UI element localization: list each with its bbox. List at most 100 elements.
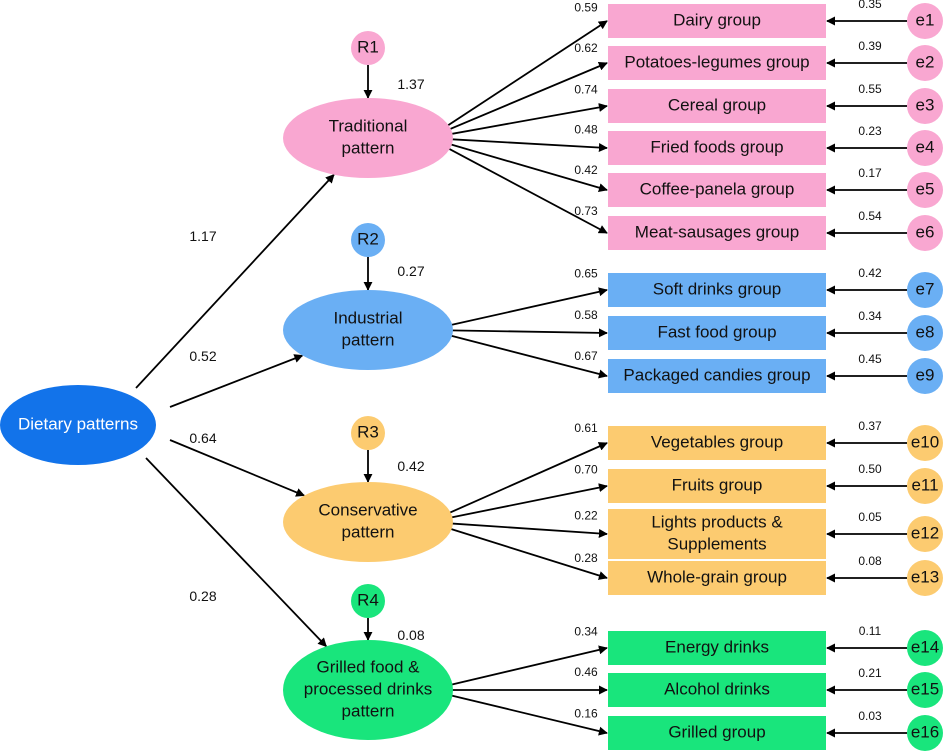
loading-value-e13: 0.28 — [574, 551, 598, 565]
root-node-dietary-patterns — [0, 385, 156, 465]
error-value-e9: 0.45 — [858, 352, 882, 366]
path-arrow-grilled — [145, 457, 327, 648]
error-label-e1: e1 — [916, 10, 935, 29]
error-value-e4: 0.23 — [858, 124, 882, 138]
indicator-label-e6: Meat-sausages group — [635, 222, 799, 241]
indicator-box-e4 — [608, 131, 826, 165]
error-value-e2: 0.39 — [858, 39, 882, 53]
residual-label-industrial: R2 — [357, 229, 379, 248]
factor-node-grilled — [283, 640, 453, 740]
error-label-e2: e2 — [916, 52, 935, 71]
indicator-label-e3: Cereal group — [668, 95, 766, 114]
error-node-e16 — [907, 715, 943, 751]
loading-arrow-e4 — [442, 137, 608, 153]
error-label-e6: e6 — [916, 222, 935, 241]
loading-arrow-e8 — [442, 328, 608, 338]
residual-label-traditional: R1 — [357, 37, 379, 56]
path-coefficient-traditional: 1.17 — [189, 228, 216, 244]
error-node-e2 — [907, 45, 943, 81]
error-node-e9 — [907, 358, 943, 394]
error-node-e8 — [907, 315, 943, 351]
loading-arrow-e1 — [442, 20, 608, 130]
loading-value-e7: 0.65 — [574, 267, 598, 281]
loading-value-e2: 0.62 — [574, 41, 598, 55]
error-value-e3: 0.55 — [858, 82, 882, 96]
path-arrow-industrial — [169, 354, 304, 408]
loading-arrow-e9 — [442, 332, 608, 379]
error-label-e10: e10 — [911, 432, 939, 451]
indicator-box-e7 — [608, 273, 826, 307]
loading-arrow-e13 — [442, 525, 608, 580]
residual-value-traditional: 1.37 — [397, 76, 424, 92]
indicator-box-e6 — [608, 216, 826, 250]
factor-label-conservative: Conservative — [318, 500, 417, 519]
indicator-box-e16 — [608, 716, 826, 750]
error-label-e13: e13 — [911, 567, 939, 586]
factor-node-traditional — [283, 98, 453, 178]
error-node-e13 — [907, 560, 943, 596]
root-node-label: Dietary patterns — [18, 414, 138, 433]
indicator-label-e13: Whole-grain group — [647, 567, 787, 586]
loading-arrow-e10 — [442, 442, 608, 517]
error-label-e7: e7 — [916, 279, 935, 298]
error-label-e16: e16 — [911, 722, 939, 741]
loading-value-e4: 0.48 — [574, 123, 598, 137]
residual-label-grilled: R4 — [357, 590, 379, 609]
loading-arrow-e5 — [442, 141, 608, 193]
factor-label-traditional: Traditional — [329, 116, 408, 135]
loading-arrow-e12 — [442, 522, 608, 538]
error-node-e15 — [907, 672, 943, 708]
factor-label-industrial: Industrial — [334, 308, 403, 327]
indicator-label-e10: Vegetables group — [651, 432, 783, 451]
indicator-label-e1: Dairy group — [673, 10, 761, 29]
residual-value-industrial: 0.27 — [397, 263, 424, 279]
indicator-box-e11 — [608, 469, 826, 503]
error-node-e6 — [907, 215, 943, 251]
residual-node-industrial — [351, 223, 385, 257]
loading-value-e6: 0.73 — [574, 204, 598, 218]
factor-label-industrial: pattern — [342, 330, 395, 349]
factor-label-traditional: pattern — [342, 138, 395, 157]
error-value-e8: 0.34 — [858, 309, 882, 323]
error-value-e13: 0.08 — [858, 554, 882, 568]
residual-node-traditional — [351, 31, 385, 65]
loading-value-e3: 0.74 — [574, 82, 598, 96]
error-value-e10: 0.37 — [858, 419, 882, 433]
error-value-e12: 0.05 — [858, 510, 882, 524]
loading-arrow-e11 — [442, 483, 608, 521]
shapes-layer — [0, 3, 943, 751]
indicator-box-e5 — [608, 173, 826, 207]
error-value-e14: 0.11 — [859, 624, 882, 638]
indicator-box-e9 — [608, 359, 826, 393]
indicator-label-e8: Fast food group — [657, 322, 776, 341]
error-label-e14: e14 — [911, 637, 939, 656]
error-node-e7 — [907, 272, 943, 308]
error-node-e5 — [907, 172, 943, 208]
error-label-e4: e4 — [916, 137, 935, 156]
error-label-e12: e12 — [911, 523, 939, 542]
indicator-box-e13 — [608, 561, 826, 595]
loading-value-e15: 0.46 — [574, 665, 598, 679]
error-label-e15: e15 — [911, 679, 939, 698]
error-label-e11: e11 — [911, 475, 938, 494]
loading-arrow-e6 — [442, 144, 608, 234]
path-coefficient-grilled: 0.28 — [189, 588, 216, 604]
loading-value-e11: 0.70 — [574, 462, 598, 476]
indicator-box-e15 — [608, 673, 826, 707]
loading-value-e10: 0.61 — [574, 421, 598, 435]
loading-arrow-e14 — [442, 645, 608, 688]
loading-value-e9: 0.67 — [574, 349, 598, 363]
residual-node-grilled — [351, 584, 385, 618]
path-arrow-traditional — [135, 173, 335, 389]
error-node-e14 — [907, 630, 943, 666]
indicator-label-e7: Soft drinks group — [653, 279, 782, 298]
factor-label-grilled: Grilled food & — [317, 657, 421, 676]
indicator-label-e2: Potatoes-legumes group — [624, 52, 809, 71]
factor-node-conservative — [283, 482, 453, 562]
indicator-box-e10 — [608, 426, 826, 460]
loading-value-e12: 0.22 — [574, 509, 598, 523]
indicator-label-e5: Coffee-panela group — [640, 179, 795, 198]
error-label-e8: e8 — [916, 322, 935, 341]
error-node-e1 — [907, 3, 943, 39]
